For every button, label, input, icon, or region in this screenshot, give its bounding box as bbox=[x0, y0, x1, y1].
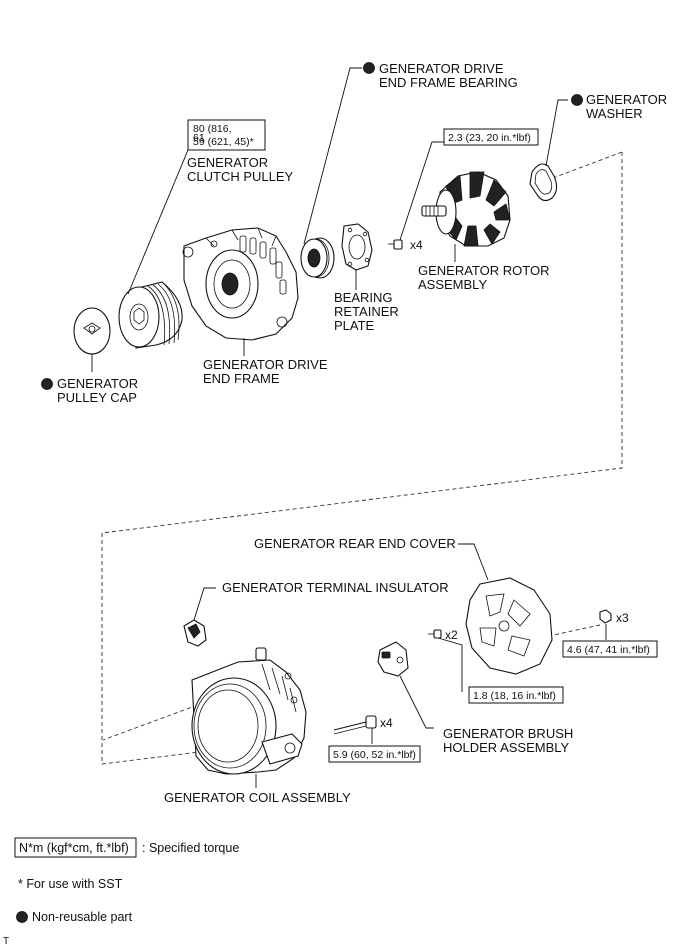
generator-pulley-cap bbox=[73, 307, 111, 355]
label-line: GENERATOR BRUSH bbox=[443, 726, 573, 741]
label-line: GENERATOR bbox=[586, 92, 667, 107]
label-line: PLATE bbox=[334, 318, 375, 333]
drive-end-frame-bearing bbox=[300, 237, 335, 279]
label-line: END FRAME BEARING bbox=[379, 75, 518, 90]
torque-box-brush-holder-screw: 1.8 (18, 16 in.*lbf) bbox=[468, 686, 564, 704]
torque-box-coil-bolt: 5.9 (60, 52 in.*lbf) bbox=[328, 745, 421, 763]
qty-brush-holder-screw: x2 bbox=[445, 628, 458, 642]
label-line: CLUTCH PULLEY bbox=[187, 169, 294, 184]
retainer-screw bbox=[388, 239, 403, 250]
torque-box-clutch-pulley: 80 (816, 59 (621, 45)* 61 bbox=[187, 119, 266, 151]
qty-rotor-screw: x4 bbox=[410, 238, 423, 252]
generator-washer bbox=[529, 163, 558, 202]
legend-torque-units: N*m (kgf*cm, ft.*lbf) bbox=[19, 841, 129, 855]
legend-nonreusable: Non-reusable part bbox=[32, 910, 133, 924]
generator-rotor-assembly bbox=[421, 171, 511, 247]
label-line: RETAINER bbox=[334, 304, 399, 319]
label-brush-holder: GENERATOR BRUSH HOLDER ASSEMBLY bbox=[443, 726, 573, 755]
torque-box-rear-cover-nut: 4.6 (47, 41 in.*lbf) bbox=[562, 640, 658, 658]
label-line: HOLDER ASSEMBLY bbox=[443, 740, 570, 755]
generator-drive-end-frame bbox=[182, 227, 299, 341]
label-line: ASSEMBLY bbox=[418, 277, 487, 292]
qty-coil-bolt: x4 bbox=[380, 716, 393, 730]
generator-rear-end-cover bbox=[465, 577, 553, 675]
label-line: GENERATOR ROTOR bbox=[418, 263, 549, 278]
nonreusable-bullet-icon bbox=[363, 62, 375, 74]
label-line: GENERATOR bbox=[187, 155, 268, 170]
torque-value: 1.8 (18, 16 in.*lbf) bbox=[473, 690, 556, 702]
torque-value: 2.3 (23, 20 in.*lbf) bbox=[448, 132, 531, 144]
label-pulley-cap: GENERATOR PULLEY CAP bbox=[41, 376, 138, 405]
nonreusable-bullet-icon bbox=[16, 911, 28, 923]
label-rotor-assembly: GENERATOR ROTOR ASSEMBLY bbox=[418, 263, 549, 292]
label-drive-end-frame-bearing: GENERATOR DRIVE END FRAME BEARING bbox=[363, 61, 518, 90]
label-line: GENERATOR DRIVE bbox=[379, 61, 504, 76]
generator-coil-assembly bbox=[191, 647, 307, 775]
label-rear-end-cover: GENERATOR REAR END COVER bbox=[254, 536, 456, 551]
qty-rear-cover-nut: x3 bbox=[616, 611, 629, 625]
label-terminal-insulator: GENERATOR TERMINAL INSULATOR bbox=[222, 580, 449, 595]
torque-line: 80 (816, bbox=[193, 123, 232, 135]
label-bearing-retainer-plate: BEARING RETAINER PLATE bbox=[334, 290, 399, 333]
label-line: BEARING bbox=[334, 290, 393, 305]
legend-torque-box bbox=[14, 837, 137, 858]
label-line: END FRAME bbox=[203, 371, 280, 386]
label-coil-assembly: GENERATOR COIL ASSEMBLY bbox=[164, 790, 351, 805]
label-line: WASHER bbox=[586, 106, 643, 121]
generator-brush-holder-assembly bbox=[377, 641, 409, 677]
label-line: GENERATOR DRIVE bbox=[203, 357, 328, 372]
torque-value: 4.6 (47, 41 in.*lbf) bbox=[567, 644, 650, 656]
coil-bolt bbox=[333, 715, 377, 735]
torque-box-rotor-screw: 2.3 (23, 20 in.*lbf) bbox=[443, 128, 539, 146]
legend-sst-note: * For use with SST bbox=[18, 877, 123, 891]
leader-lines bbox=[91, 67, 607, 788]
generator-terminal-insulator bbox=[183, 619, 207, 647]
torque-value: 5.9 (60, 52 in.*lbf) bbox=[333, 749, 416, 761]
rear-cover-nut bbox=[599, 609, 612, 624]
label-clutch-pulley: GENERATOR CLUTCH PULLEY bbox=[187, 155, 294, 184]
corner-mark: T bbox=[3, 936, 9, 947]
nonreusable-bullet-icon bbox=[571, 94, 583, 106]
legend-torque-desc: : Specified torque bbox=[142, 841, 239, 855]
label-generator-washer: GENERATOR WASHER bbox=[571, 92, 667, 121]
label-drive-end-frame: GENERATOR DRIVE END FRAME bbox=[203, 357, 328, 386]
legend: N*m (kgf*cm, ft.*lbf) : Specified torque… bbox=[3, 837, 239, 947]
generator-clutch-pulley bbox=[118, 281, 183, 349]
label-line: PULLEY CAP bbox=[57, 390, 137, 405]
nonreusable-bullet-icon bbox=[41, 378, 53, 390]
brush-holder-screw bbox=[428, 629, 442, 639]
label-line: GENERATOR bbox=[57, 376, 138, 391]
torque-line: 59 (621, 45)* bbox=[193, 136, 254, 148]
torque-overprint: 61 bbox=[193, 132, 205, 144]
bearing-retainer-plate bbox=[341, 223, 373, 271]
